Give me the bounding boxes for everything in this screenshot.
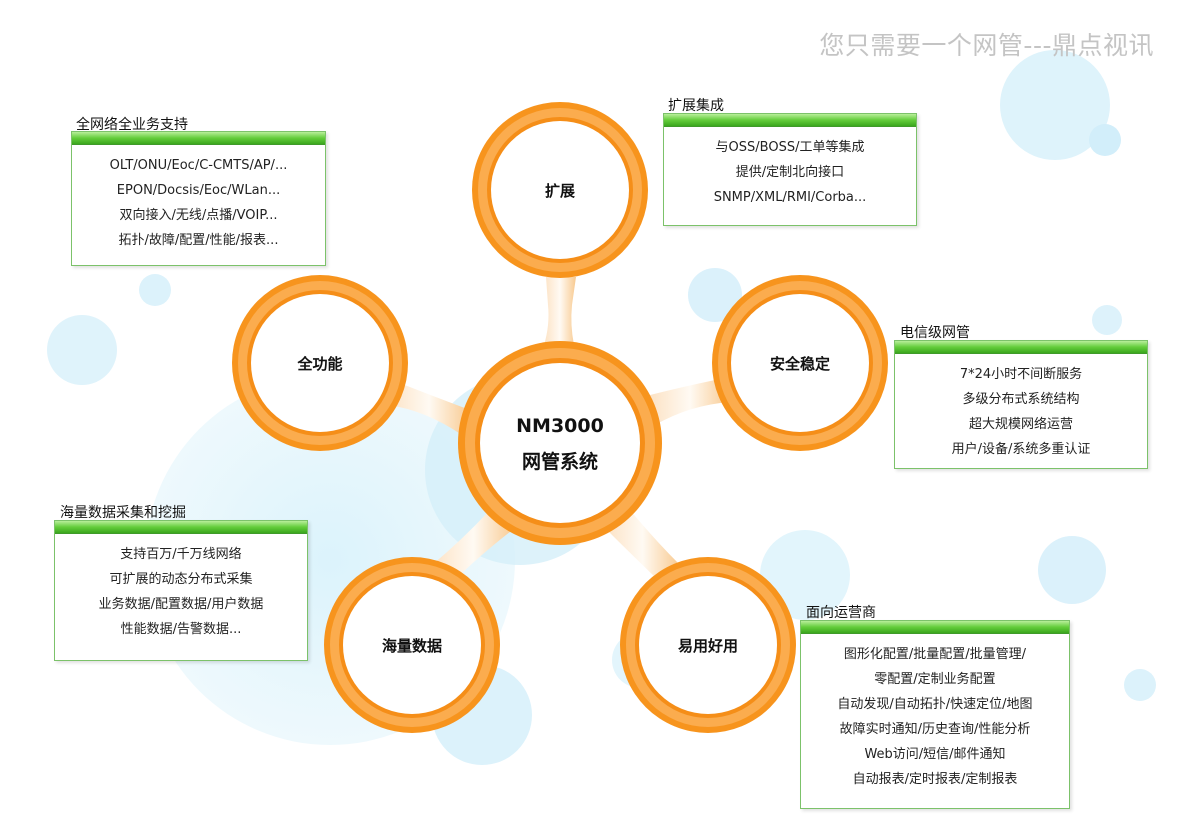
box-full-service: OLT/ONU/Eoc/C-CMTS/AP/... EPON/Docsis/Eo… xyxy=(71,131,326,266)
center-title-line2: 网管系统 xyxy=(522,450,598,473)
node-left-label: 全功能 xyxy=(296,355,342,373)
connectors xyxy=(388,277,730,580)
box-carrier: 7*24小时不间断服务 多级分布式系统结构 超大规模网络运营 用户/设备/系统多… xyxy=(894,340,1148,469)
list-item: EPON/Docsis/Eoc/WLan... xyxy=(116,183,281,198)
list-item: 多级分布式系统结构 xyxy=(962,392,1080,407)
box-integration: 与OSS/BOSS/工单等集成 提供/定制北向接口 SNMP/XML/RMI/C… xyxy=(663,113,917,226)
box-big-data: 支持百万/千万线网络 可扩展的动态分布式采集 业务数据/配置数据/用户数据 性能… xyxy=(54,520,308,661)
list-item: 性能数据/告警数据... xyxy=(120,622,242,637)
list-item: 用户/设备/系统多重认证 xyxy=(951,442,1091,457)
list-item: OLT/ONU/Eoc/C-CMTS/AP/... xyxy=(109,158,288,173)
box-big-data-title: 海量数据采集和挖掘 xyxy=(60,505,186,521)
box-full-service-list: OLT/ONU/Eoc/C-CMTS/AP/... EPON/Docsis/Eo… xyxy=(72,145,325,257)
connector-left xyxy=(388,380,470,435)
list-item: 支持百万/千万线网络 xyxy=(120,547,242,562)
connector-top xyxy=(544,277,576,345)
box-integration-title: 扩展集成 xyxy=(668,98,724,114)
box-operator: 图形化配置/批量配置/批量管理/ 零配置/定制业务配置 自动发现/自动拓扑/快速… xyxy=(800,620,1070,809)
connector-bottom-right xyxy=(605,510,680,580)
node-right-label: 安全稳定 xyxy=(770,355,830,373)
ring-center: NM3000 网管系统 xyxy=(458,341,662,545)
box-big-data-list: 支持百万/千万线网络 可扩展的动态分布式采集 业务数据/配置数据/用户数据 性能… xyxy=(55,534,307,646)
box-header-bar xyxy=(801,621,1069,634)
list-item: 超大规模网络运营 xyxy=(968,417,1073,432)
box-header-bar xyxy=(895,341,1147,354)
box-operator-list: 图形化配置/批量配置/批量管理/ 零配置/定制业务配置 自动发现/自动拓扑/快速… xyxy=(801,634,1069,796)
node-bottom-left-label: 海量数据 xyxy=(382,637,442,655)
bubble xyxy=(47,315,117,385)
list-item: 7*24小时不间断服务 xyxy=(959,367,1083,382)
box-header-bar xyxy=(664,114,916,127)
box-header-bar xyxy=(72,132,325,145)
list-item: 零配置/定制业务配置 xyxy=(874,672,996,687)
bubble xyxy=(1089,124,1121,156)
list-item: 可扩展的动态分布式采集 xyxy=(109,572,253,587)
box-carrier-title: 电信级网管 xyxy=(900,325,970,341)
list-item: 自动报表/定时报表/定制报表 xyxy=(852,772,1018,787)
list-item: 拓扑/故障/配置/性能/报表... xyxy=(118,233,279,248)
box-operator-title: 面向运营商 xyxy=(806,605,876,621)
bubble xyxy=(1000,50,1110,160)
list-item: 故障实时通知/历史查询/性能分析 xyxy=(839,722,1031,737)
list-item: 业务数据/配置数据/用户数据 xyxy=(98,597,264,612)
bubble xyxy=(139,274,171,306)
list-item: 自动发现/自动拓扑/快速定位/地图 xyxy=(837,697,1033,712)
ring-bottom-left: 海量数据 xyxy=(324,557,500,733)
bubble xyxy=(1092,305,1122,335)
node-top-label: 扩展 xyxy=(545,182,575,200)
box-header-bar xyxy=(55,521,307,534)
list-item: SNMP/XML/RMI/Corba... xyxy=(713,190,867,205)
connector-bottom-left xyxy=(432,510,515,580)
connector-right xyxy=(650,378,730,425)
ring-top: 扩展 xyxy=(472,102,648,278)
list-item: Web访问/短信/邮件通知 xyxy=(864,747,1006,762)
bubble xyxy=(688,268,742,322)
ring-bottom-right: 易用好用 xyxy=(620,557,796,733)
center-title-line1: NM3000 xyxy=(516,415,604,437)
box-integration-list: 与OSS/BOSS/工单等集成 提供/定制北向接口 SNMP/XML/RMI/C… xyxy=(664,127,916,214)
bubble xyxy=(1124,669,1156,701)
tagline: 您只需要一个网管---鼎点视讯 xyxy=(819,31,1154,60)
ring-right: 安全稳定 xyxy=(712,275,888,451)
list-item: 图形化配置/批量配置/批量管理/ xyxy=(843,647,1027,662)
list-item: 与OSS/BOSS/工单等集成 xyxy=(715,140,865,155)
bubble xyxy=(1038,536,1106,604)
bubble xyxy=(760,530,850,620)
box-full-service-title: 全网络全业务支持 xyxy=(76,117,188,133)
box-carrier-list: 7*24小时不间断服务 多级分布式系统结构 超大规模网络运营 用户/设备/系统多… xyxy=(895,354,1147,466)
list-item: 双向接入/无线/点播/VOIP... xyxy=(119,208,278,223)
ring-left: 全功能 xyxy=(232,275,408,451)
node-bottom-right-label: 易用好用 xyxy=(678,637,738,655)
list-item: 提供/定制北向接口 xyxy=(735,165,845,180)
